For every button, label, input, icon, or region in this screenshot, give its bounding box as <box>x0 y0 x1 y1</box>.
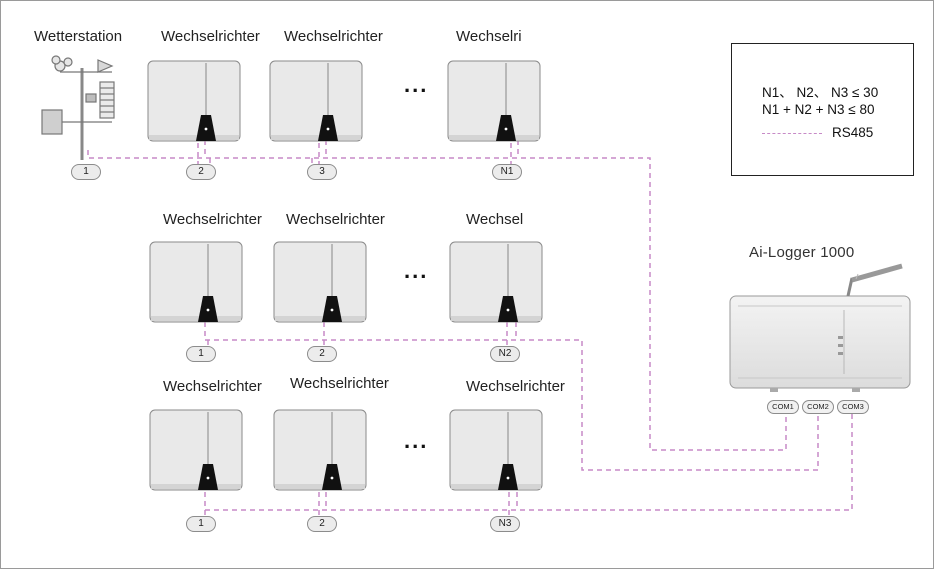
weather-station-icon <box>41 55 115 160</box>
weather-station-label: Wetterstation <box>34 28 123 45</box>
inverter-device <box>449 241 543 323</box>
com-port-1: COM1 <box>767 400 799 414</box>
inverter-device <box>147 60 241 142</box>
device-number-badge: 1 <box>186 346 216 362</box>
logger-title: Ai-Logger 1000 <box>749 244 855 261</box>
inverter-device <box>449 409 543 491</box>
inverter-label: Wechselrichter <box>290 375 389 392</box>
inverter-device <box>273 241 367 323</box>
device-number-badge: 1 <box>186 516 216 532</box>
rs485-wiring <box>87 140 853 516</box>
inverter-label: Wechsel <box>466 211 524 228</box>
device-number-badge: N3 <box>490 516 520 532</box>
ellipsis: ... <box>404 428 429 453</box>
device-number-badge: 2 <box>307 346 337 362</box>
inverters-group <box>147 60 543 491</box>
inverter-label: Wechselrichter <box>161 28 260 45</box>
inverter-label: Wechselrichter <box>284 28 383 45</box>
inverter-label: Wechselri <box>456 28 522 45</box>
device-number-badge: 1 <box>71 164 101 180</box>
device-number-badge: N1 <box>492 164 522 180</box>
ai-logger-device <box>729 263 911 392</box>
legend-line-1: N1、 N2、 N3 ≤ 30 <box>762 85 879 100</box>
inverter-device <box>273 409 367 491</box>
ellipsis: ... <box>404 258 429 283</box>
legend-line-2: N1 + N2 + N3 ≤ 80 <box>762 102 875 117</box>
device-number-badge: 2 <box>186 164 216 180</box>
inverter-device <box>269 60 363 142</box>
inverter-device <box>447 60 541 142</box>
device-number-badge: N2 <box>490 346 520 362</box>
inverter-label: Wechselrichter <box>163 211 262 228</box>
inverter-label: Wechselrichter <box>466 378 565 395</box>
com-port-3: COM3 <box>837 400 869 414</box>
inverter-device <box>149 241 243 323</box>
legend-box: N1、 N2、 N3 ≤ 30 N1 + N2 + N3 ≤ 80 RS485 <box>731 43 914 176</box>
inverter-label: Wechselrichter <box>286 211 385 228</box>
inverter-label: Wechselrichter <box>163 378 262 395</box>
com-port-2: COM2 <box>802 400 834 414</box>
legend-line-3: RS485 <box>832 125 874 140</box>
ellipsis: ... <box>404 72 429 97</box>
inverter-device <box>149 409 243 491</box>
device-number-badge: 2 <box>307 516 337 532</box>
device-number-badge: 3 <box>307 164 337 180</box>
rs485-legend-swatch <box>762 133 822 134</box>
